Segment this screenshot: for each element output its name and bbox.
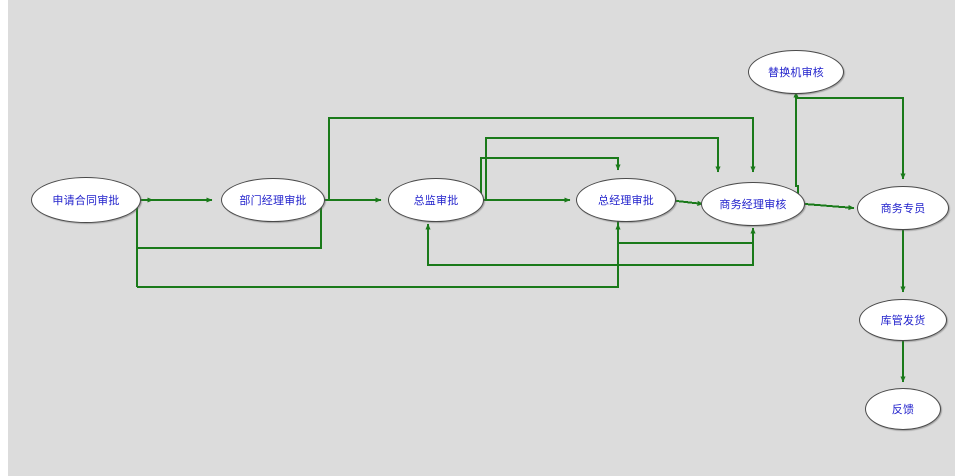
- node-warehouse-shipping[interactable]: 库管发货: [859, 299, 947, 341]
- node-label: 部门经理审批: [239, 193, 307, 207]
- node-replacement-machine-review[interactable]: 替换机审核: [748, 50, 844, 94]
- node-director-approval[interactable]: 总监审批: [388, 178, 484, 222]
- node-business-specialist[interactable]: 商务专员: [857, 186, 949, 230]
- node-label: 商务专员: [880, 201, 926, 215]
- right-margin: [955, 0, 965, 476]
- node-label: 申请合同审批: [52, 193, 120, 207]
- flowchart-canvas[interactable]: 申请合同审批 部门经理审批 总监审批 总经理审批 商务经理审核 商务专员 替换机…: [8, 0, 955, 476]
- node-apply[interactable]: 申请合同审批: [31, 177, 141, 223]
- node-general-manager-approval[interactable]: 总经理审批: [576, 178, 676, 222]
- node-label: 库管发货: [880, 313, 926, 327]
- node-label: 总经理审批: [598, 193, 654, 207]
- node-label: 总监审批: [413, 193, 459, 207]
- node-label: 反馈: [891, 402, 915, 416]
- node-feedback[interactable]: 反馈: [865, 388, 941, 430]
- node-business-manager-review[interactable]: 商务经理审核: [701, 182, 805, 226]
- node-label: 商务经理审核: [719, 197, 787, 211]
- node-dept-manager-approval[interactable]: 部门经理审批: [221, 178, 325, 222]
- node-label: 替换机审核: [768, 65, 824, 79]
